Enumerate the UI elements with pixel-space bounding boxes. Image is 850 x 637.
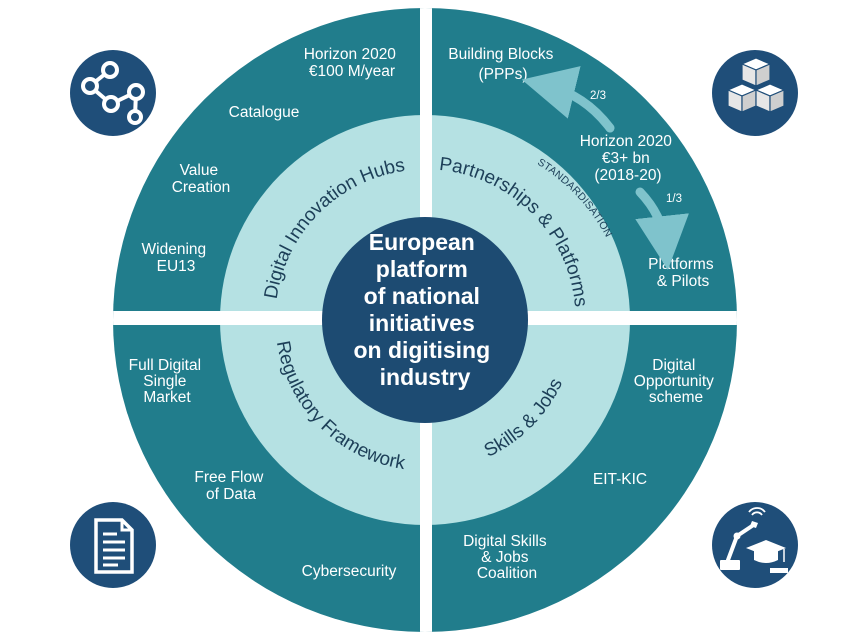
item-digital-opportunity-scheme: Digital Opportunity scheme <box>634 357 718 406</box>
center-line: of national <box>364 283 480 309</box>
item-horizon-2020-dih: Horizon 2020 €100 M/year <box>304 46 401 80</box>
item-horizon-2020-pp: Horizon 2020 €3+ bn (2018-20) <box>580 133 677 184</box>
share-one-third: 1/3 <box>666 193 682 205</box>
cubes-icon <box>712 50 798 136</box>
arrow-to-building-blocks <box>521 66 615 133</box>
arrow-to-platforms <box>635 187 689 270</box>
center-line: platform <box>376 256 468 282</box>
top-left-items: Horizon 2020 €100 M/year Catalogue Value… <box>142 46 401 275</box>
item-platforms-pilots: Platforms & Pilots <box>648 256 718 290</box>
bottom-right-items: Digital Opportunity scheme EIT-KIC Digit… <box>463 357 718 582</box>
share-two-thirds: 2/3 <box>590 90 606 102</box>
item-full-digital-single-market: Full Digital Single Market <box>129 357 206 406</box>
center-line: industry <box>380 364 471 390</box>
network-icon <box>70 50 156 136</box>
center-line: on digitising <box>353 337 490 363</box>
center-circle: European platform of national initiative… <box>322 217 528 423</box>
svg-text:European platform: European platform of national initiative… <box>353 229 496 390</box>
top-right-items: Building Blocks (PPPs) Horizon 2020 €3+ … <box>448 46 718 290</box>
center-line: European <box>369 229 475 255</box>
item-building-blocks: Building Blocks (PPPs) <box>448 46 557 83</box>
item-eit-kic: EIT-KIC <box>593 471 647 488</box>
item-value-creation: Value Creation <box>172 162 231 196</box>
item-digital-skills-jobs-coalition: Digital Skills & Jobs Coalition <box>463 533 551 582</box>
item-catalogue: Catalogue <box>229 104 300 121</box>
document-icon <box>70 502 156 588</box>
item-cybersecurity: Cybersecurity <box>302 563 397 580</box>
item-widening-eu13: Widening EU13 <box>142 241 211 275</box>
item-free-flow-of-data: Free Flow of Data <box>194 469 267 503</box>
center-line: initiatives <box>369 310 475 336</box>
robot-graduation-icon <box>712 502 798 588</box>
bottom-left-items: Full Digital Single Market Free Flow of … <box>129 357 397 580</box>
